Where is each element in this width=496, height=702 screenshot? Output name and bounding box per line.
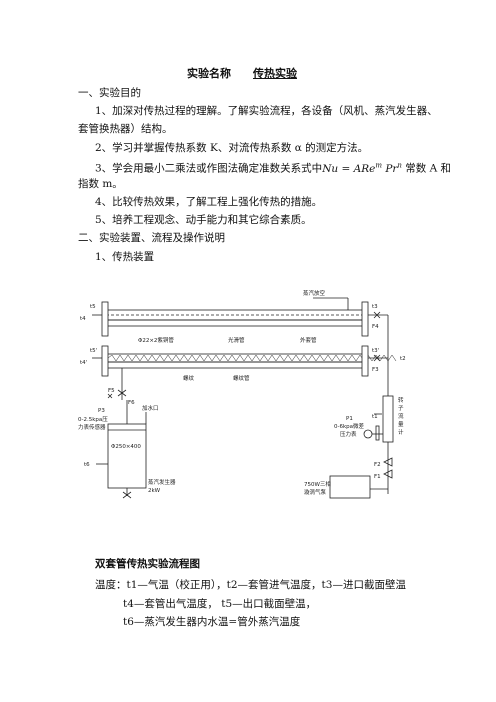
- label-P3: P3: [98, 408, 105, 414]
- label-F6: F6: [128, 400, 135, 406]
- label-outer: 外套管: [300, 336, 317, 344]
- label-p3-a: 0-2.5kpa压: [78, 416, 108, 423]
- label-t1: t1: [372, 414, 378, 420]
- label-F1: F1: [374, 474, 381, 480]
- label-p1-b: 压力表: [340, 430, 357, 438]
- label-rot-3: 流: [398, 412, 404, 420]
- objective-1: 1、加深对传热过程的理解。了解实验流程，各设备（风机、蒸汽发生器、: [95, 105, 438, 117]
- page-title: 实验名称 传热实验: [0, 67, 496, 81]
- label-copper: Φ22×2紫铜管: [138, 336, 174, 344]
- objective-3: 3、学会用最小二乘法或作图法确定准数关系式中Nu = ARem Prn 常数 A…: [95, 161, 452, 175]
- label-t3: t3: [372, 304, 378, 310]
- label-t6: t6: [84, 462, 90, 468]
- legend-line-3: t6—蒸汽发生器内水温=管外蒸汽温度: [123, 616, 301, 628]
- label-fan-2: 漩涡气泵: [304, 488, 327, 496]
- objective-5: 5、培养工程观念、动手能力和其它综合素质。: [95, 214, 312, 226]
- label-fill: 加水口: [142, 404, 159, 412]
- label-t5: t5: [90, 304, 96, 310]
- section-2-sub: 1、传热装置: [95, 251, 155, 263]
- label-t4: t4: [80, 316, 86, 322]
- label-boiler-power: 2kW: [148, 488, 161, 494]
- objective-3-cont: 指数 m。: [78, 178, 123, 190]
- objective-1-cont: 套管换热器）结构。: [78, 123, 173, 135]
- legend-line-2: t4—套管出气温度， t5—出口截面壁温，: [123, 598, 317, 610]
- objective-2: 2、学习并掌握传热系数 K、对流传热系数 α 的测定方法。: [95, 142, 369, 154]
- label-F3: F3: [372, 367, 379, 373]
- label-smooth: 光滑管: [228, 336, 245, 344]
- label-thread1: 螺纹: [183, 374, 195, 382]
- label-t5p: t5': [90, 348, 97, 354]
- experiment-name: 传热实验: [253, 67, 297, 80]
- label-t2: t2: [400, 356, 406, 362]
- formula: Nu = ARem Prn: [322, 161, 402, 175]
- label-F4: F4: [372, 324, 379, 330]
- label-rot-1: 转: [398, 396, 404, 404]
- section-1-heading: 一、实验目的: [78, 87, 141, 99]
- label-rot-5: 计: [398, 428, 404, 436]
- label-P1: P1: [346, 416, 353, 422]
- label-rot-4: 量: [398, 421, 404, 428]
- section-2-heading: 二、实验装置、流程及操作说明: [78, 232, 225, 244]
- figure-caption: 双套管传热实验流程图: [95, 558, 200, 570]
- objective-4: 4、比较传热效果，了解工程上强化传热的措施。: [95, 196, 323, 208]
- label-vent: 蒸汽放空: [303, 289, 326, 297]
- label-rot-2: 子: [398, 405, 404, 412]
- label-p3-b: 力表传感器: [78, 423, 106, 431]
- label-F2: F2: [374, 462, 381, 468]
- label-fan-1: 750W三相: [304, 480, 331, 488]
- title-prefix: 实验名称: [187, 67, 231, 80]
- label-t3p: t3': [372, 348, 379, 354]
- label-boiler-name: 蒸汽发生器: [148, 478, 176, 486]
- label-t4p: t4': [80, 360, 87, 366]
- label-p1-a: 0-6kpa微差: [334, 422, 365, 430]
- label-F5: F5: [108, 388, 115, 394]
- legend-line-1: 温度：t1—气温（校正用），t2—套管进气温度，t3—进口截面壁温: [95, 579, 406, 591]
- flow-diagram: 蒸汽放空 t5 t4 t5' t4' t3 t3' t2 F4 F3 F5 F6…: [78, 289, 406, 499]
- label-boiler-size: Φ250×400: [111, 444, 141, 450]
- label-thread2: 螺纹管: [233, 374, 250, 382]
